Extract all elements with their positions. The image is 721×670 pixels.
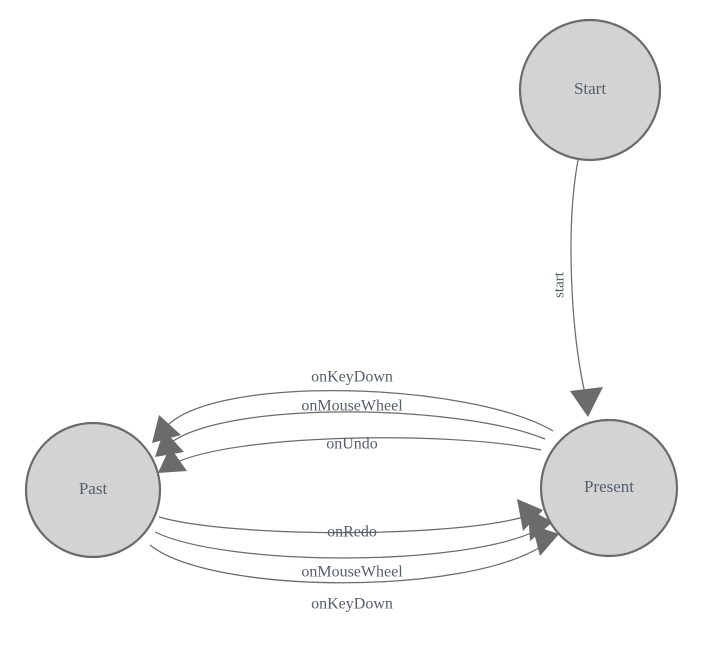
edge-label-onundo: onUndo [326,436,378,453]
edge-label-onmousewheel-redo: onMouseWheel [301,564,403,581]
edges-layer [149,159,603,584]
edge-past-to-present-keydown[interactable] [149,525,559,584]
node-present-label: Present [584,477,634,496]
edge-present-to-past-undo[interactable] [158,437,542,473]
edge-label-start: start [551,271,567,298]
edge-present-to-past-keydown-arrowhead [152,415,181,443]
edge-past-to-present-keydown-path [149,543,546,584]
node-past[interactable]: Past [24,421,162,559]
edge-present-to-past-mousewheel[interactable] [155,411,546,457]
edge-label-onredo: onRedo [327,524,377,541]
node-start[interactable]: Start [518,18,662,162]
edge-present-to-past-keydown[interactable] [152,389,554,443]
edge-past-to-present-redo-path [158,515,528,534]
edge-labels-layer: start onKeyDown onMouseWheel onUndo onRe… [301,271,567,612]
node-start-circle[interactable] [518,18,662,162]
edge-past-to-present-mousewheel-path [154,529,539,559]
edge-label-onkeydown-undo: onKeyDown [311,369,393,386]
edge-start-to-present-arrowhead [570,387,603,417]
edge-start-to-present-path [570,159,587,399]
node-start-label: Start [574,79,606,98]
nodes-layer: Start Past Present [24,18,679,559]
edge-present-to-past-keydown-path [165,389,554,432]
node-present-circle[interactable] [539,418,679,558]
node-past-label: Past [79,479,108,498]
edge-label-onmousewheel-undo: onMouseWheel [301,398,403,415]
edge-present-to-past-undo-path [172,437,542,465]
node-present[interactable]: Present [539,418,679,558]
edge-start-to-present[interactable] [570,159,603,417]
edge-label-onkeydown-redo: onKeyDown [311,596,393,613]
edge-present-to-past-mousewheel-path [168,411,546,445]
edge-present-to-past-undo-arrowhead [158,447,187,473]
edge-present-to-past-mousewheel-arrowhead [155,430,184,457]
edge-past-to-present-keydown-arrowhead [532,525,559,556]
node-past-circle[interactable] [24,421,162,559]
